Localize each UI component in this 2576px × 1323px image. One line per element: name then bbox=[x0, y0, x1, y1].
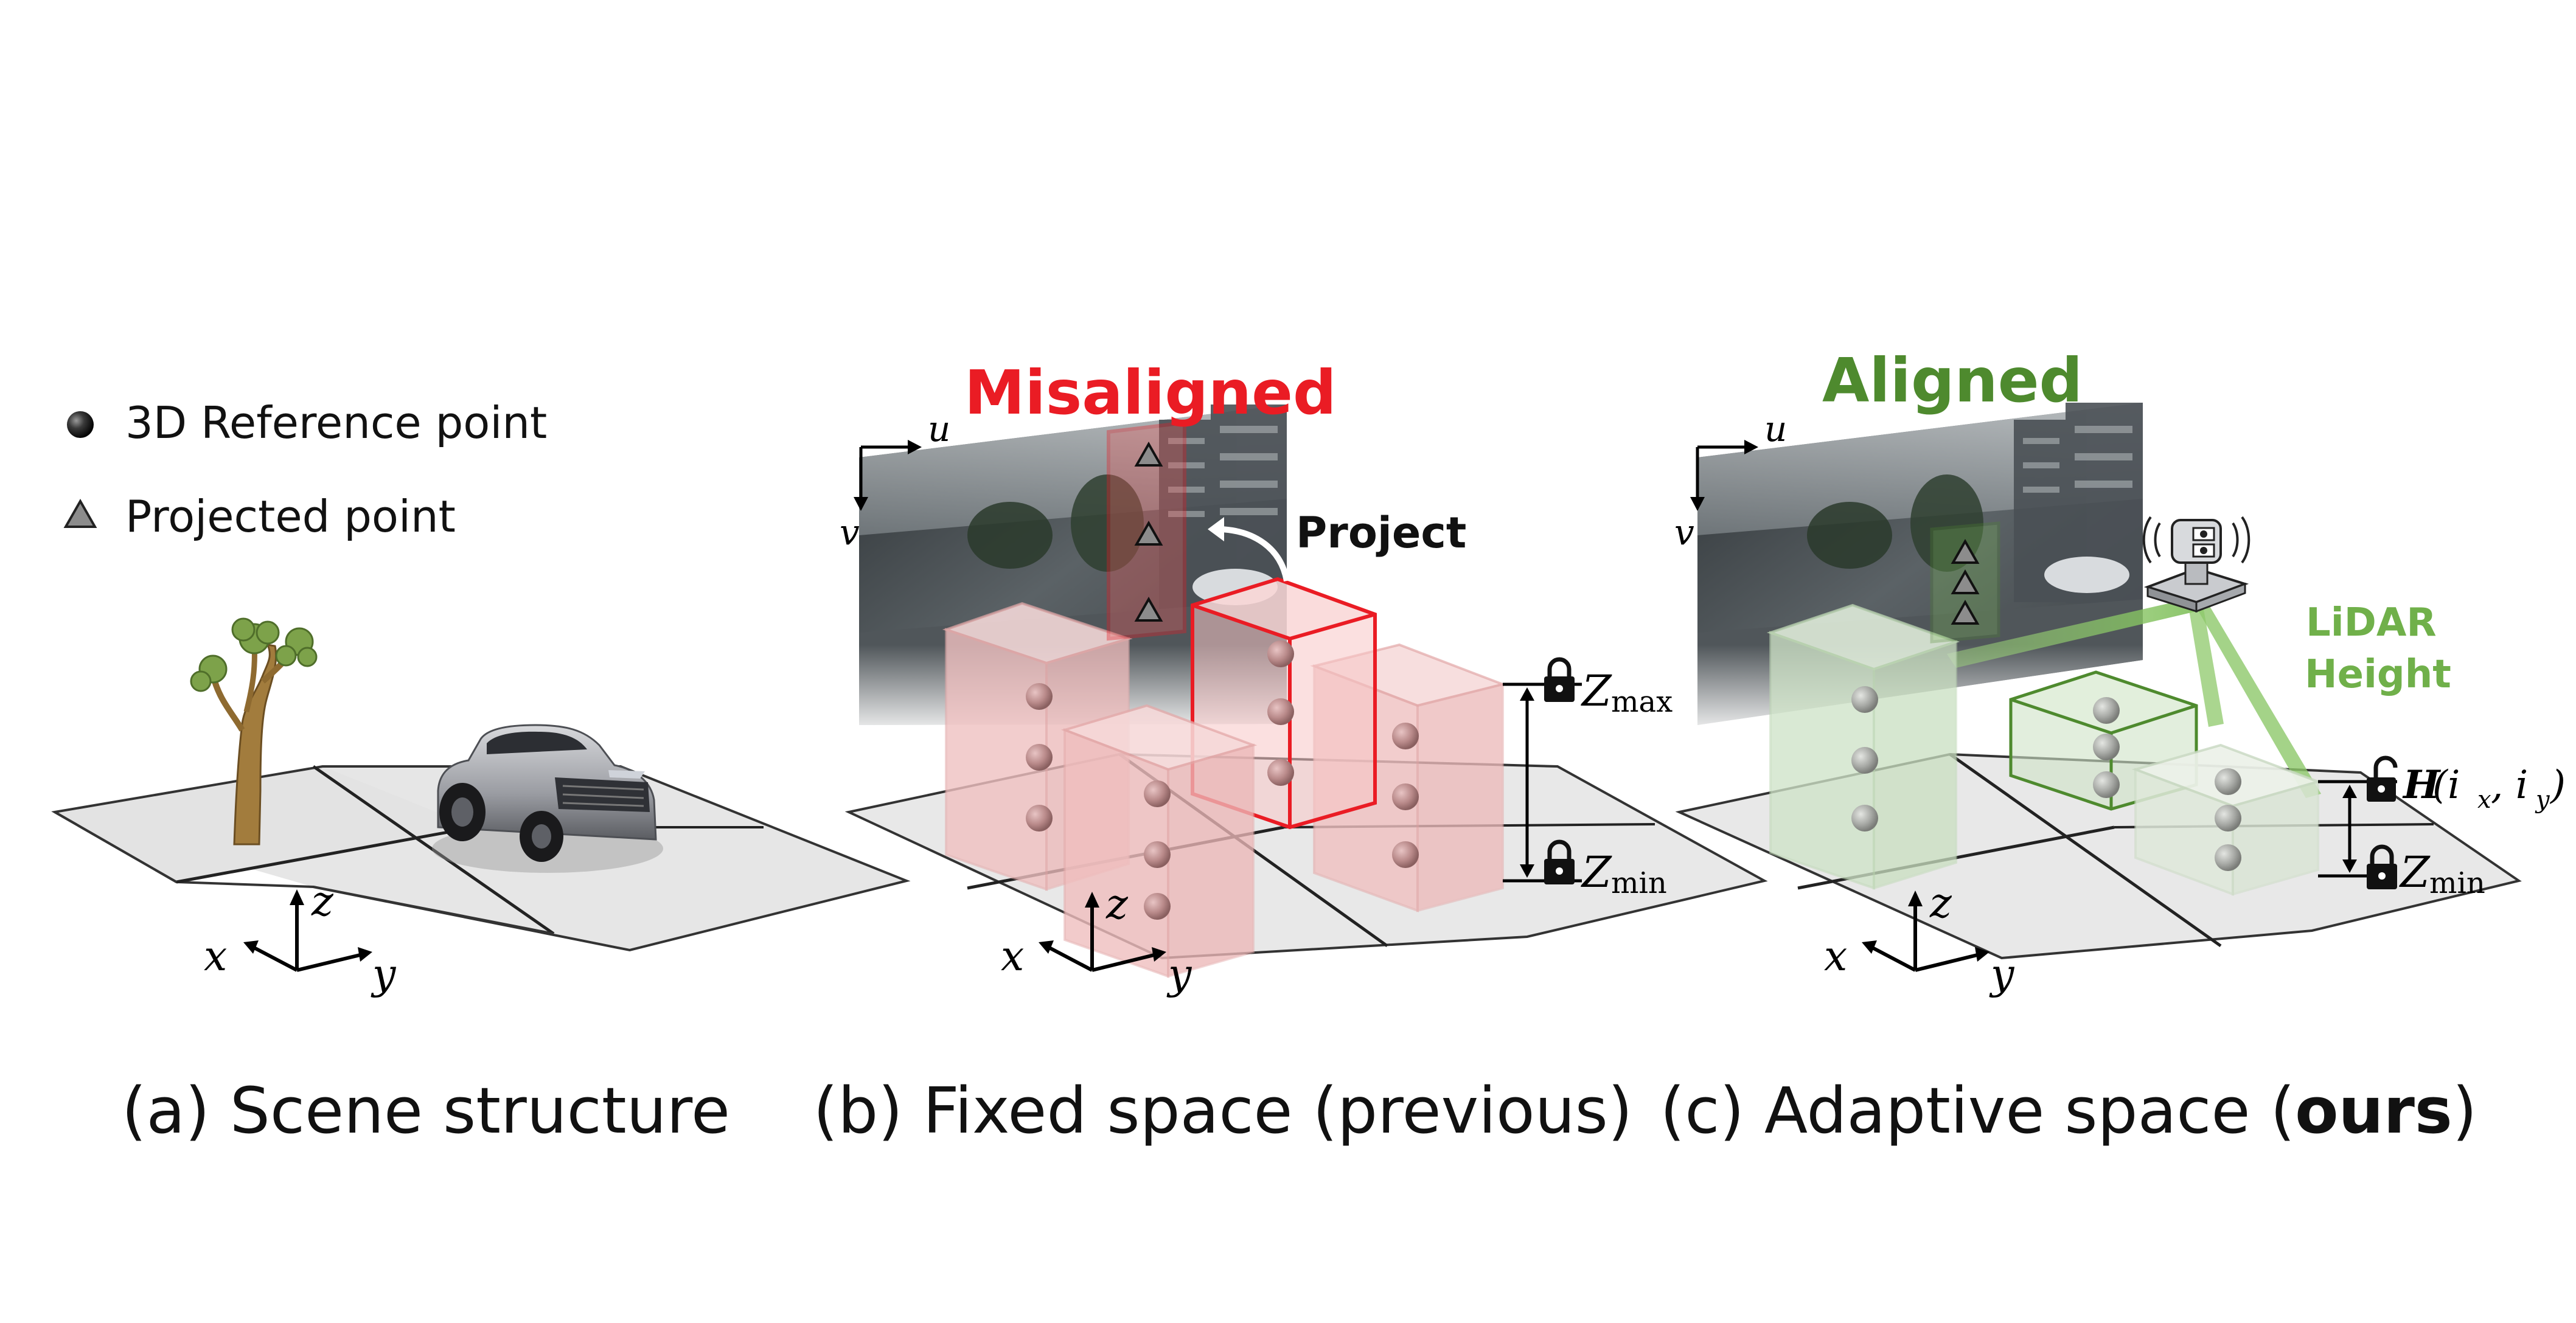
caption-c-pre: (c) Adaptive space ( bbox=[1660, 1074, 2295, 1148]
reference-point-icon bbox=[67, 411, 94, 438]
ground-grid-a bbox=[51, 765, 911, 952]
z-min-symbol: Z bbox=[1581, 847, 1612, 897]
adaptive-pillar-3 bbox=[2131, 743, 2322, 896]
projected-point-icon bbox=[1134, 441, 1163, 467]
caption-c-post: ) bbox=[2452, 1074, 2477, 1148]
lock-icon bbox=[1544, 657, 1575, 702]
axis-y-b: y bbox=[1166, 951, 1192, 999]
lidar-beams bbox=[1947, 599, 2321, 798]
axis-z-b: z bbox=[1105, 881, 1129, 929]
project-arrow bbox=[1208, 517, 1290, 582]
tree-icon bbox=[190, 617, 318, 846]
project-label: Project bbox=[1296, 508, 1466, 558]
lock-icon bbox=[1544, 839, 1575, 884]
image-axes-c bbox=[1690, 440, 1758, 511]
panel-c-adaptive-space: Aligned LiDAR Height u v H (i x , i y bbox=[1674, 345, 2566, 999]
caption-a: (a) Scene structure bbox=[122, 1074, 730, 1148]
axes-b bbox=[1039, 892, 1166, 972]
axis-u-b: u bbox=[928, 408, 950, 450]
axis-y-a: y bbox=[371, 951, 397, 999]
projected-point-icon bbox=[1951, 599, 1980, 625]
z-max-symbol: Z bbox=[1581, 666, 1612, 716]
caption-c-bold: ours bbox=[2295, 1074, 2452, 1148]
legend-reference-point: 3D Reference point bbox=[125, 397, 547, 448]
unlock-icon bbox=[2367, 755, 2398, 802]
lidar-sensor-icon bbox=[2142, 516, 2251, 613]
projected-point-icon bbox=[63, 498, 97, 528]
z-min-sub: min bbox=[1611, 866, 1667, 900]
height-range-bracket-b bbox=[1503, 682, 1582, 883]
height-sub-y: y bbox=[2535, 786, 2550, 814]
axis-x-a: x bbox=[204, 932, 227, 981]
misaligned-projection-box bbox=[1107, 420, 1186, 641]
height-args-open: (i bbox=[2432, 763, 2460, 808]
caption-c: (c) Adaptive space (ours) bbox=[1660, 1074, 2477, 1148]
height-function: H bbox=[2402, 762, 2442, 808]
caption-b: (b) Fixed space (previous) bbox=[813, 1074, 1633, 1148]
axis-z-c: z bbox=[1929, 880, 1952, 928]
lidar-label-line2: Height bbox=[2305, 652, 2451, 697]
axis-v-b: v bbox=[840, 512, 860, 553]
axis-y-c: y bbox=[1989, 951, 2015, 999]
projected-point-icon bbox=[1134, 520, 1163, 546]
image-axes-b bbox=[854, 440, 922, 511]
axes-a bbox=[243, 889, 372, 972]
lidar-label-line1: LiDAR bbox=[2306, 600, 2437, 645]
panel-b-fixed-space: Project Misaligned u v Z max bbox=[840, 357, 1768, 999]
z-min-sub-c: min bbox=[2429, 866, 2485, 900]
height-sub-x: x bbox=[2477, 786, 2491, 814]
aligned-projection-box bbox=[1930, 521, 2000, 644]
aligned-title: Aligned bbox=[1822, 345, 2083, 416]
car-icon bbox=[432, 724, 663, 873]
legend: 3D Reference point Projected point bbox=[63, 397, 547, 542]
z-min-symbol-c: Z bbox=[2399, 847, 2431, 897]
projected-point-icon bbox=[1134, 596, 1163, 622]
lock-icon bbox=[2367, 844, 2397, 889]
axis-v-c: v bbox=[1674, 512, 1694, 553]
z-max-sub: max bbox=[1611, 685, 1673, 719]
axis-u-c: u bbox=[1764, 408, 1787, 450]
axis-x-b: x bbox=[1001, 932, 1024, 981]
misaligned-title: Misaligned bbox=[964, 357, 1337, 428]
adaptive-pillar-1 bbox=[1766, 603, 1960, 890]
legend-projected-point: Projected point bbox=[125, 491, 456, 542]
height-args-close: ) bbox=[2549, 763, 2566, 808]
projected-point-icon bbox=[1951, 538, 1980, 564]
axis-z-a: z bbox=[311, 878, 334, 926]
axis-x-c: x bbox=[1824, 932, 1847, 981]
projected-point-icon bbox=[1951, 569, 1980, 594]
height-args-sep: , i bbox=[2491, 763, 2528, 808]
panel-a-scene: z y x bbox=[51, 617, 911, 999]
axes-c bbox=[1862, 891, 1989, 972]
